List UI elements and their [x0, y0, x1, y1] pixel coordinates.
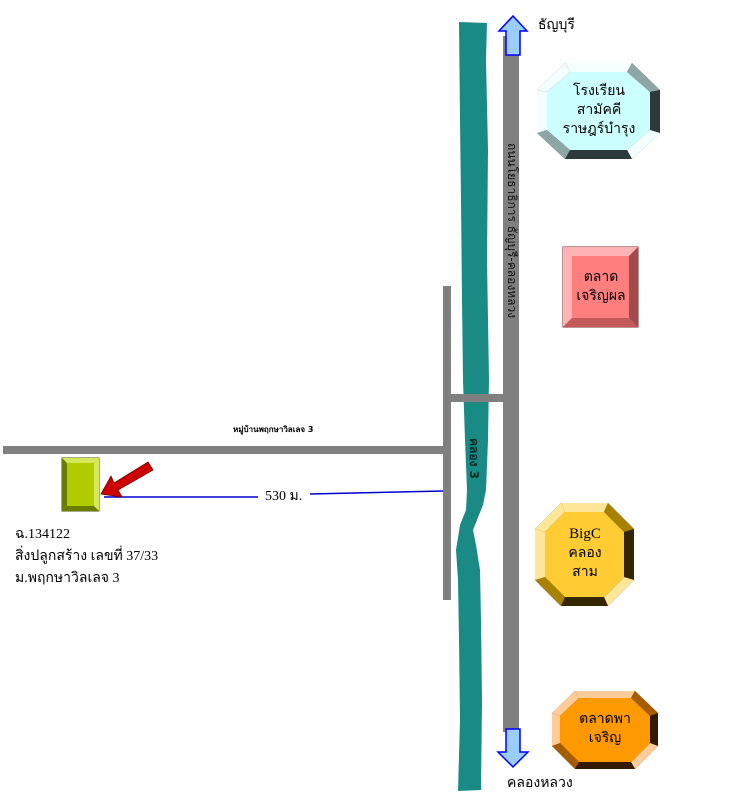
landmark-market-charoenphon: [562, 246, 639, 328]
market-phacharoen-label-line: ตลาดพา: [579, 711, 631, 727]
market-charoenphon-label: ตลาด เจริญผล: [566, 268, 636, 306]
property-building-number: สิ่งปลูกสร้าง เลขที่ 37/33: [15, 549, 159, 564]
canal-label: คลอง 3: [467, 438, 481, 479]
property-marker: [61, 457, 100, 512]
north-arrow-icon: [497, 14, 529, 56]
market-phacharoen-label: ตลาดพา เจริญ: [562, 710, 648, 748]
market-charoenphon-label-line: ตลาด: [583, 269, 619, 285]
landmark-bigc: [535, 503, 634, 606]
canal-khlong-3: [456, 22, 489, 791]
property-title-deed: ฉ.134122: [15, 527, 71, 542]
bigc-label-line: สาม: [572, 564, 598, 580]
market-charoenphon-label-line: เจริญผล: [576, 288, 626, 304]
main-road: [503, 36, 519, 732]
landmark-market-phacharoen: [552, 691, 658, 769]
side-road: [443, 286, 451, 600]
bridge-road: [451, 394, 503, 402]
south-arrow-icon: [496, 728, 530, 769]
south-direction-label: คลองหลวง: [507, 775, 573, 791]
property-village: ม.พฤกษาวิลเลจ 3: [15, 571, 120, 586]
main-road-label: ถนนโยธาธิการ ธัญบุรี-คลองหลวง: [505, 143, 519, 319]
distance-label: 530 ม.: [265, 489, 303, 504]
bigc-label-line: BigC: [569, 526, 601, 542]
pointer-arrow-icon: [100, 461, 154, 498]
bigc-label: BigC คลอง สาม: [548, 525, 622, 582]
school-label-line: โรงเรียน: [573, 83, 625, 99]
village-road: [3, 446, 443, 454]
bigc-label-line: คลอง: [568, 545, 602, 561]
school-label: โรงเรียน สามัคคี ราษฎร์บำรุง: [552, 82, 646, 139]
landmark-school: [537, 63, 660, 159]
school-label-line: ราษฎร์บำรุง: [562, 121, 636, 137]
market-phacharoen-label-line: เจริญ: [588, 730, 622, 746]
school-label-line: สามัคคี: [576, 102, 622, 118]
distance-line-right: [309, 490, 444, 495]
north-direction-label: ธัญบุรี: [538, 17, 575, 33]
village-road-label: หมู่บ้านพฤกษาวิลเลจ 3: [233, 425, 314, 434]
